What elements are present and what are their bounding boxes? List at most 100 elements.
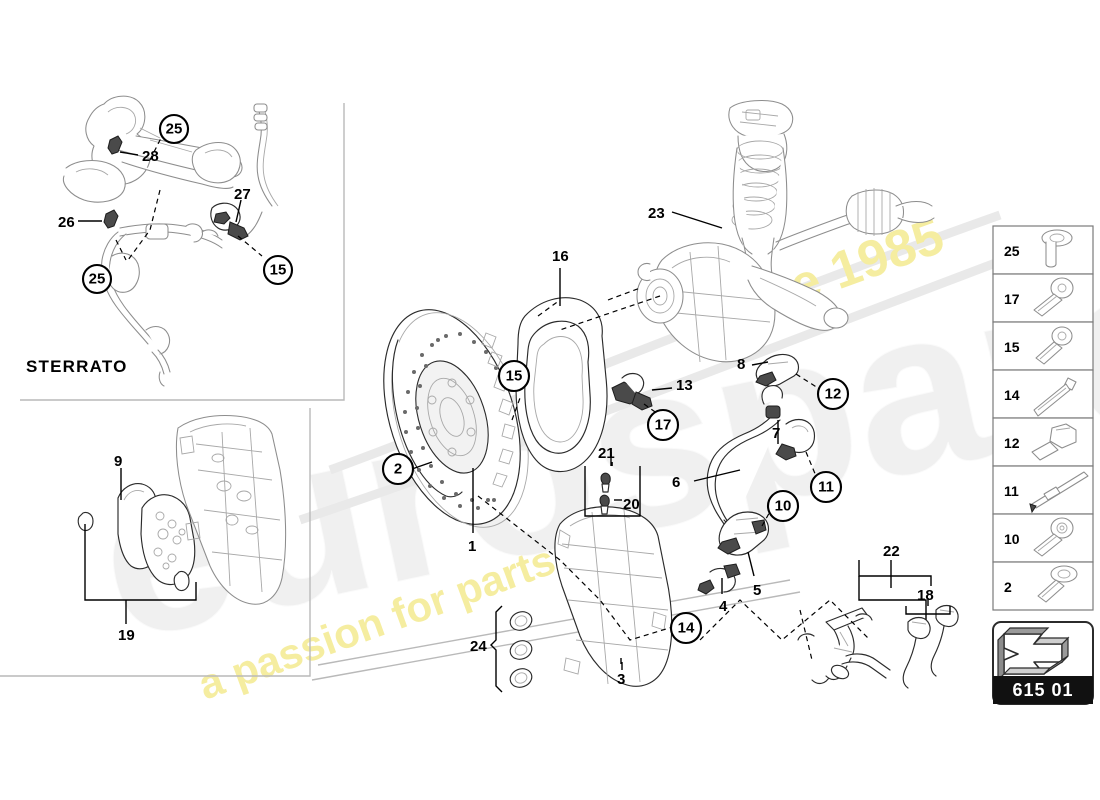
rivet-pin-icon bbox=[1029, 471, 1089, 514]
legend-row-17-number: 17 bbox=[1004, 291, 1020, 307]
retaining-spring-clips bbox=[902, 598, 959, 689]
callout-10-label: 10 bbox=[775, 498, 792, 515]
dashed-association-lines bbox=[115, 132, 871, 661]
callout-8: 8 bbox=[737, 356, 745, 373]
callout-7-label: 7 bbox=[772, 425, 780, 442]
legend-row-10[interactable]: 10 bbox=[992, 513, 1094, 563]
hex-socket-bolt-icon bbox=[1033, 277, 1074, 317]
callout-4: 4 bbox=[719, 598, 728, 615]
legend-row-14[interactable]: 14 bbox=[992, 369, 1094, 419]
sensor-bracket-8 bbox=[751, 353, 800, 387]
inset-callout-25-b-label: 25 bbox=[89, 271, 106, 288]
inset-callout-25-a-label: 25 bbox=[166, 121, 183, 138]
callout-16: 16 bbox=[552, 248, 569, 265]
diagonal-divider bbox=[311, 579, 801, 681]
callout-5: 5 bbox=[753, 582, 761, 599]
inset-callout-28-label: 28 bbox=[142, 148, 159, 165]
callout-22: 22 bbox=[883, 543, 900, 560]
brake-hose-line bbox=[693, 385, 816, 552]
hex-flange-bolt-icon bbox=[1031, 423, 1077, 461]
legend-row-12-number: 12 bbox=[1004, 435, 1020, 451]
brake-disc bbox=[383, 309, 529, 533]
callout-10-circle: 10 bbox=[766, 489, 800, 523]
sterrato-label: STERRATO bbox=[26, 357, 128, 376]
suspension-knuckle-assembly bbox=[636, 99, 935, 363]
callout-23-label: 23 bbox=[648, 205, 665, 222]
callout-14-circle: 14 bbox=[669, 611, 703, 645]
callout-6-label: 6 bbox=[672, 474, 680, 491]
inset-control-arm-assembly bbox=[62, 95, 279, 387]
callout-17-circle: 17 bbox=[646, 408, 680, 442]
callout-19: 19 bbox=[118, 627, 135, 644]
legend-row-17[interactable]: 17 bbox=[992, 273, 1094, 323]
flange-bolt-icon bbox=[1041, 229, 1073, 268]
inset-callout-26: 26 bbox=[58, 214, 102, 231]
legend-row-25-number: 25 bbox=[1004, 243, 1020, 259]
callout-6: 6 bbox=[672, 474, 680, 491]
inset-callout-26-label: 26 bbox=[58, 214, 75, 231]
callout-21: 21 bbox=[598, 445, 615, 462]
legend-row-25[interactable]: 25 bbox=[992, 225, 1094, 275]
callout-3-label: 3 bbox=[617, 671, 625, 688]
legend-row-11[interactable]: 11 bbox=[992, 465, 1094, 515]
callout-14-label: 14 bbox=[678, 620, 695, 637]
legend-row-14-number: 14 bbox=[1004, 387, 1020, 403]
callout-21-label: 21 bbox=[598, 445, 615, 462]
callout-18-label: 18 bbox=[917, 587, 934, 604]
legend-row-2[interactable]: 2 bbox=[992, 561, 1094, 611]
socket-bolt-icon bbox=[1033, 517, 1074, 557]
brake-pad-set bbox=[77, 468, 197, 624]
callout-4-label: 4 bbox=[719, 598, 728, 615]
callout-11-label: 11 bbox=[818, 479, 834, 496]
callout-23: 23 bbox=[648, 205, 665, 222]
inset-callout-15-label: 15 bbox=[270, 262, 287, 279]
callout-15-circle: 15 bbox=[497, 359, 531, 393]
callout-5-label: 5 bbox=[753, 582, 761, 599]
callout-13-label: 13 bbox=[676, 377, 693, 394]
hose-bracket-5 bbox=[717, 511, 770, 577]
legend-row-11-number: 11 bbox=[1004, 483, 1019, 499]
callout-2-circle: 2 bbox=[381, 452, 415, 486]
callout-2-label: 2 bbox=[394, 461, 402, 478]
inset-callout-28: 28 bbox=[119, 148, 159, 165]
callout-16-label: 16 bbox=[552, 248, 569, 265]
callout-1: 1 bbox=[468, 538, 476, 555]
callout-13: 13 bbox=[676, 377, 693, 394]
inset-callout-27-label: 27 bbox=[234, 186, 251, 203]
callout-17-label: 17 bbox=[655, 417, 672, 434]
callout-1-label: 1 bbox=[468, 538, 476, 555]
callout-20-label: 20 bbox=[623, 496, 640, 513]
callout-11-circle: 11 bbox=[809, 470, 843, 504]
seal-ring-set bbox=[490, 605, 533, 693]
callout-22-label: 22 bbox=[883, 543, 900, 560]
inset-callout-25-b: 25 bbox=[81, 263, 113, 295]
legend-row-2-number: 2 bbox=[1004, 579, 1012, 595]
callout-24: 24 bbox=[470, 638, 487, 655]
callout-9: 9 bbox=[114, 453, 122, 470]
legend-row-10-number: 10 bbox=[1004, 531, 1020, 547]
badge-number-label: 615 01 bbox=[1012, 680, 1073, 700]
callout-9-label: 9 bbox=[114, 453, 122, 470]
callout-8-label: 8 bbox=[737, 356, 745, 373]
callout-15-label: 15 bbox=[506, 368, 523, 385]
legend-row-15[interactable]: 15 bbox=[992, 321, 1094, 371]
brake-dust-shield bbox=[515, 268, 608, 473]
shoulder-bolt-icon bbox=[1037, 565, 1078, 603]
lower-left-section-frame bbox=[0, 408, 311, 677]
socket-head-bolt-icon bbox=[1035, 326, 1073, 365]
inset-callout-27: 27 bbox=[234, 186, 251, 223]
callout-12-label: 12 bbox=[825, 386, 842, 403]
caliper-bracket-ghost bbox=[175, 415, 287, 605]
bleeder-screw-group bbox=[584, 452, 641, 517]
callout-7: 7 bbox=[772, 425, 780, 442]
callout-3: 3 bbox=[617, 671, 625, 688]
callout-18: 18 bbox=[917, 587, 934, 604]
callout-19-label: 19 bbox=[118, 627, 135, 644]
callout-20: 20 bbox=[623, 496, 640, 513]
clip-4 bbox=[697, 563, 741, 595]
